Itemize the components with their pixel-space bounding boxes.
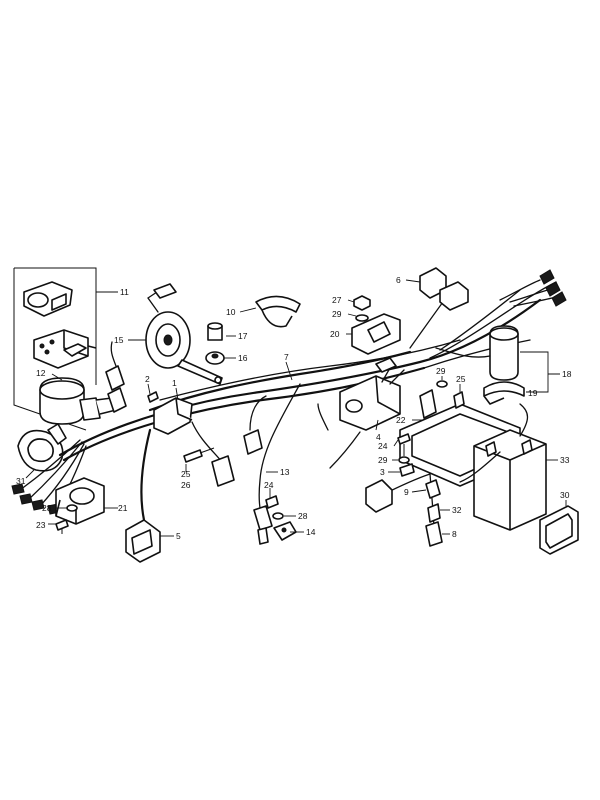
label-part-14: 14 <box>306 527 316 537</box>
label-part-10: 10 <box>226 307 236 317</box>
label-part-11: 11 <box>120 287 129 297</box>
ignition-coil-part <box>317 357 405 469</box>
harness-terminal-leads <box>499 269 567 307</box>
spark-plug-cap-part <box>125 428 161 563</box>
label-part-23: 23 <box>36 520 46 530</box>
label-part-29-top: 29 <box>332 309 342 319</box>
label-part-3: 3 <box>380 467 385 477</box>
horn-part <box>145 283 223 385</box>
regulator-bracket-part <box>351 313 401 355</box>
bolt-3-part <box>399 463 415 477</box>
fuse-part <box>427 503 441 523</box>
fuse-cap-part <box>425 521 443 547</box>
label-part-19: 19 <box>528 388 538 398</box>
label-part-15: 15 <box>114 335 124 345</box>
label-part-16: 16 <box>238 353 248 363</box>
label-part-20: 20 <box>330 329 340 339</box>
fuse-wire-part <box>365 473 435 531</box>
label-part-28-left: 28 <box>42 503 52 513</box>
washer-part <box>66 504 78 512</box>
label-part-5: 5 <box>176 531 181 541</box>
label-part-30: 30 <box>560 490 570 500</box>
label-part-26: 26 <box>181 480 191 490</box>
bolt-2-part <box>147 391 159 403</box>
washer-29-right-part <box>436 380 448 388</box>
bolt-25-right-part <box>453 391 465 409</box>
washer-29-top-part <box>355 314 369 322</box>
label-part-29-mid: 29 <box>378 455 388 465</box>
washer-28-part <box>272 512 284 520</box>
rubber-band-part <box>255 295 301 328</box>
label-part-29-right: 29 <box>436 366 446 376</box>
part-number-labels: 11 12 31 21 28 23 2 1 15 17 16 10 25 26 … <box>16 275 572 541</box>
switch-cover-part <box>23 281 73 317</box>
clamp-bracket-part <box>55 477 105 525</box>
label-part-2: 2 <box>145 374 150 384</box>
grommet-part <box>205 351 225 365</box>
leader-lines <box>25 279 567 537</box>
condenser-part <box>435 325 519 381</box>
label-part-1: 1 <box>172 378 177 388</box>
condenser-clamp-part <box>483 381 525 405</box>
label-part-22: 22 <box>396 415 406 425</box>
multi-pin-connector-part <box>419 267 469 311</box>
label-part-6: 6 <box>396 275 401 285</box>
ignition-cylinder-part <box>39 377 117 425</box>
label-part-13: 13 <box>280 467 290 477</box>
label-part-33: 33 <box>560 455 570 465</box>
wire-clamp-bracket-part <box>153 397 193 435</box>
label-part-28-right: 28 <box>298 511 308 521</box>
label-part-9: 9 <box>404 487 409 497</box>
screw-part <box>55 519 69 534</box>
nut-27-part <box>353 295 371 311</box>
label-part-25-right: 25 <box>456 374 466 384</box>
label-part-12: 12 <box>36 368 46 378</box>
fuse-holder-part <box>425 479 441 499</box>
label-part-24-left: 24 <box>264 480 274 490</box>
label-part-32: 32 <box>452 505 462 515</box>
sleeve-part <box>207 322 223 341</box>
bolt-25-part <box>183 447 215 463</box>
bulb-socket-part <box>105 341 127 413</box>
battery-strap-part <box>539 505 579 555</box>
label-part-31: 31 <box>16 476 26 486</box>
battery-part <box>459 403 547 531</box>
neutral-switch-part <box>265 495 279 509</box>
sensor-cable-part <box>253 383 301 545</box>
label-part-7: 7 <box>284 352 289 362</box>
label-part-4: 4 <box>376 432 381 442</box>
label-part-8: 8 <box>452 529 457 539</box>
connector-leads-part <box>11 439 87 515</box>
washer-29-mid-part <box>398 456 410 464</box>
label-part-25-left: 25 <box>181 469 191 479</box>
label-part-24-right: 24 <box>378 441 388 451</box>
sub-harness-lead <box>191 395 267 487</box>
label-part-27: 27 <box>332 295 342 305</box>
bolt-24-part <box>397 433 411 456</box>
label-part-17: 17 <box>238 331 248 341</box>
label-part-18: 18 <box>562 369 572 379</box>
ignition-switch-body-part <box>33 329 97 369</box>
bracket-14-part <box>273 521 297 541</box>
label-part-21: 21 <box>118 503 128 513</box>
strap-clamp-part <box>17 423 67 472</box>
